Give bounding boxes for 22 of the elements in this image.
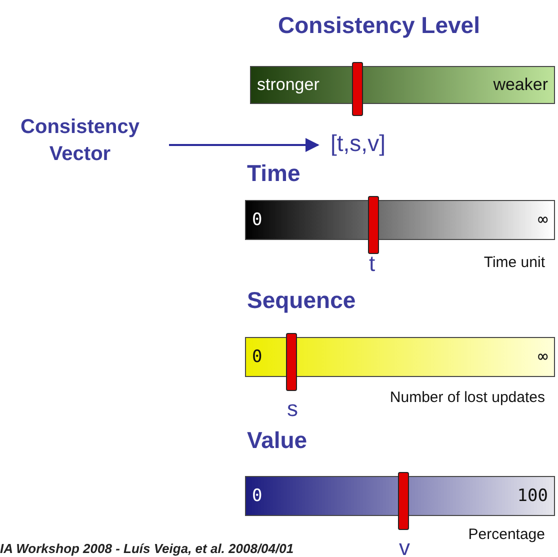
heading: Sequence xyxy=(247,286,356,315)
scale-label: stronger xyxy=(257,75,320,95)
footer-text: IA Workshop 2008 - Luís Veiga, et al. 2008/04/01 xyxy=(0,541,294,556)
unit-label: Number of lost updates xyxy=(390,389,545,407)
heading: Consistency Level xyxy=(278,11,480,40)
scale-label: ∞ xyxy=(538,210,548,230)
text-label: Consistency Vector xyxy=(20,115,140,167)
scale-label: ∞ xyxy=(538,347,548,367)
heading: Value xyxy=(247,426,308,455)
marker-letter: s xyxy=(287,397,298,421)
scale-label: 0 xyxy=(252,486,262,506)
marker-letter: t xyxy=(369,252,376,276)
scale-label: 0 xyxy=(252,210,262,230)
vector-label: [t,s,v] xyxy=(330,130,386,156)
scale-label: 0 xyxy=(252,347,262,367)
unit-label: Time unit xyxy=(484,254,545,272)
scale-label: 100 xyxy=(517,486,548,506)
scale-label: weaker xyxy=(493,75,548,95)
arrow xyxy=(169,138,320,152)
heading: Time xyxy=(247,159,300,188)
unit-label: Percentage xyxy=(468,526,545,544)
marker-letter: v xyxy=(399,536,410,557)
